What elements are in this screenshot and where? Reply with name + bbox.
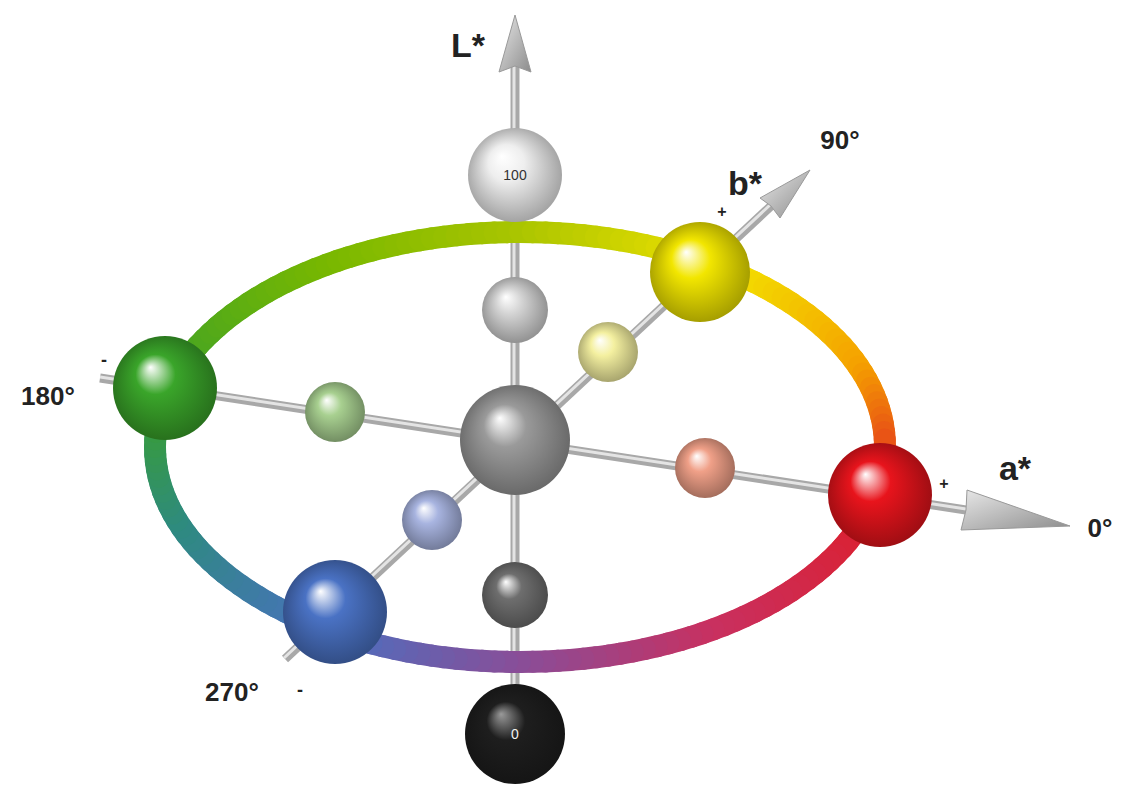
sign-mark: - (101, 351, 107, 369)
color-sphere (113, 336, 217, 440)
black-sphere: 0 (465, 684, 565, 784)
hue-ring (155, 232, 885, 662)
white-sphere: 100 (468, 128, 562, 222)
color-sphere (283, 560, 387, 664)
axis-name: b* (728, 166, 762, 200)
sign-mark: + (939, 476, 948, 492)
angle-label: 0° (1088, 515, 1113, 541)
axis-name: a* (999, 451, 1031, 485)
angle-label: 270° (205, 679, 259, 705)
axis-name: L* (451, 28, 485, 62)
color-sphere (578, 322, 638, 382)
color-sphere (675, 438, 735, 498)
angle-label: 180° (21, 383, 75, 409)
color-sphere (482, 277, 548, 343)
b-axis-arrowhead (760, 170, 810, 218)
color-sphere (828, 443, 932, 547)
a-axis-arrowhead (961, 490, 1070, 530)
color-sphere (460, 385, 570, 495)
color-sphere (402, 490, 462, 550)
sign-mark: - (297, 681, 303, 699)
l-axis-highlight (513, 66, 516, 132)
sign-mark: + (717, 204, 726, 220)
sphere-value: 100 (503, 167, 526, 183)
sphere-fill (465, 684, 565, 784)
color-spheres (113, 222, 932, 664)
color-sphere (482, 562, 548, 628)
angle-label: 90° (820, 127, 859, 153)
l-axis-arrowhead (499, 15, 531, 72)
color-sphere (305, 382, 365, 442)
l-axis-shaft (511, 66, 520, 132)
color-sphere (650, 222, 750, 322)
sphere-fill (468, 128, 562, 222)
sphere-value: 0 (511, 726, 519, 742)
